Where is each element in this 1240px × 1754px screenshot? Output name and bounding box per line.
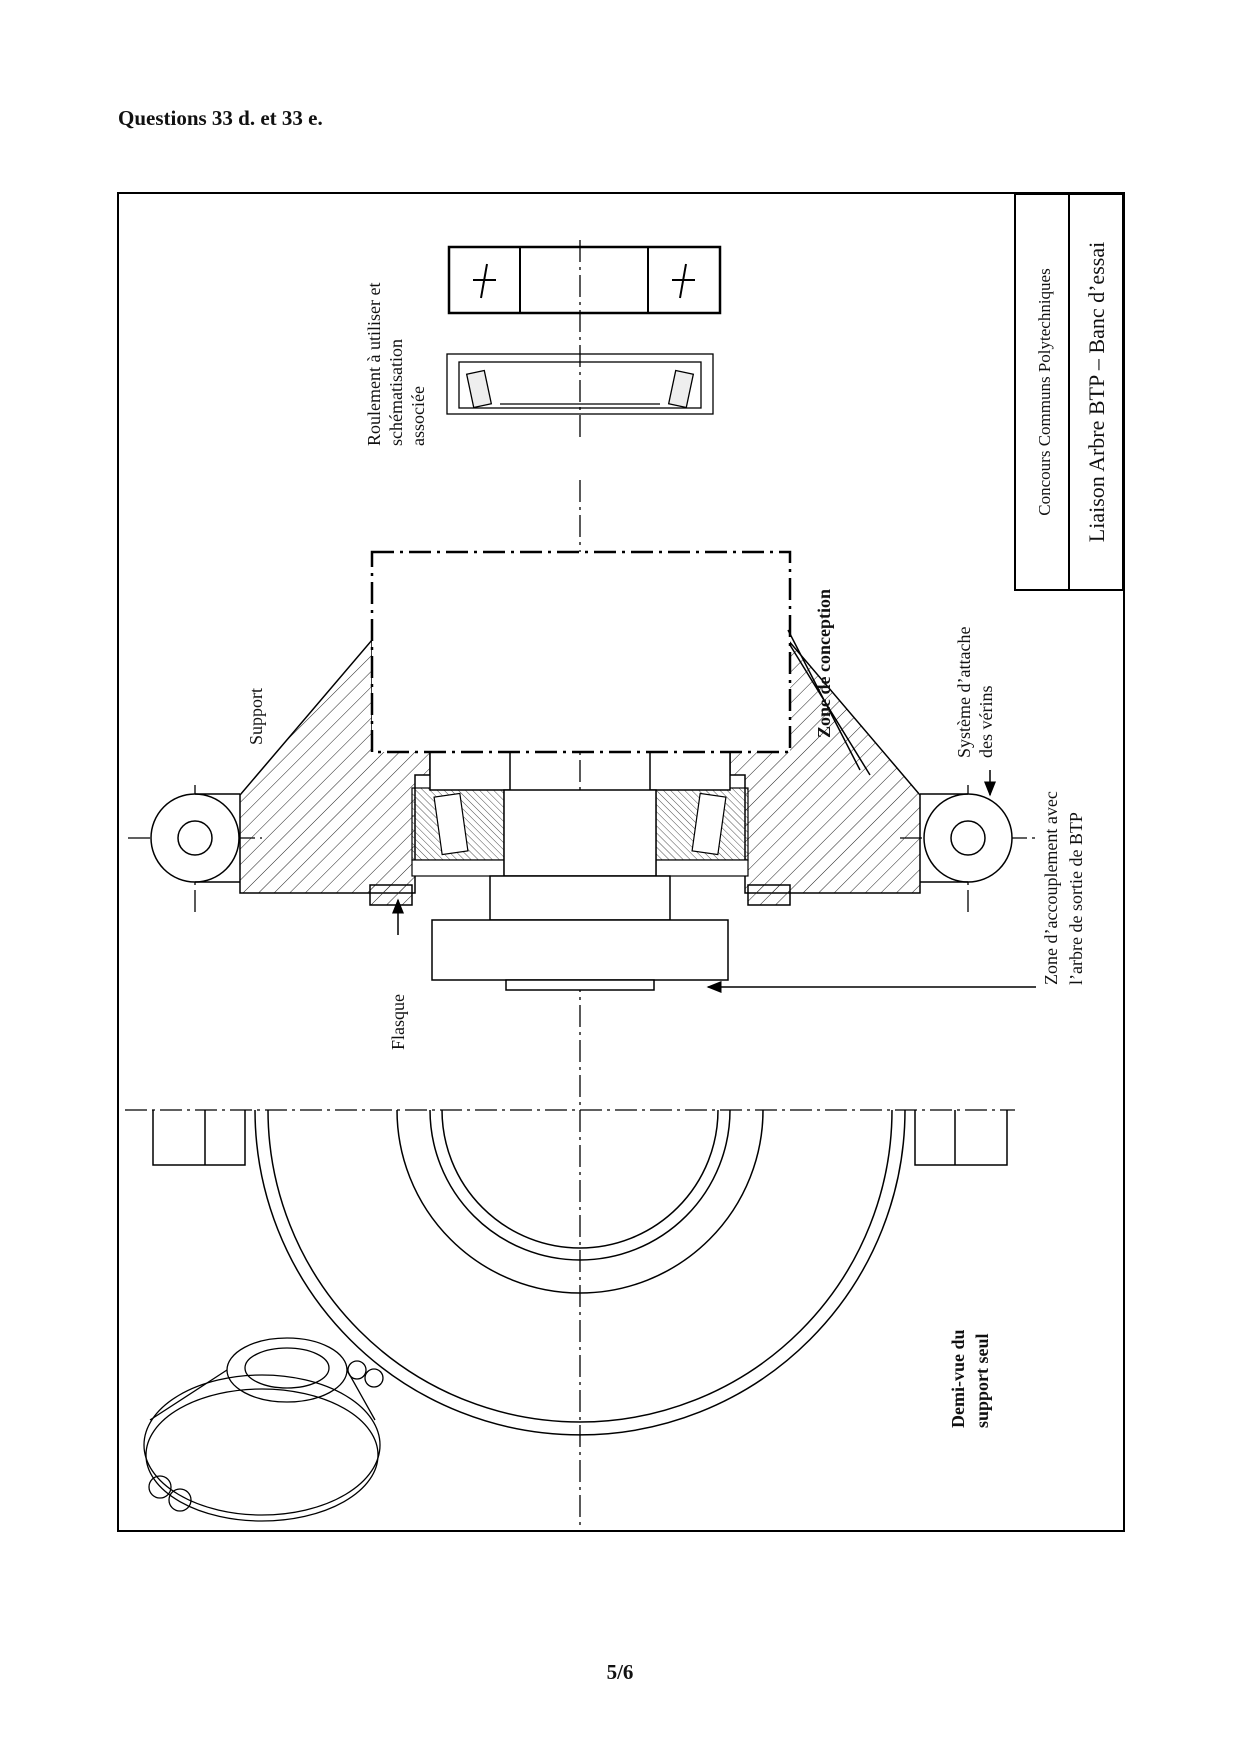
page-heading: Questions 33 d. et 33 e. <box>118 106 323 130</box>
half-view-support <box>152 1109 1008 1436</box>
bearing-label-line1: Roulement à utiliser et <box>364 283 384 446</box>
bearing-section-right <box>655 787 749 877</box>
coupling-zone-label-line2: l’arbre de sortie de BTP <box>1066 812 1086 985</box>
bearing-label-line2: schématisation <box>386 339 406 446</box>
design-zone <box>370 550 792 754</box>
support-label: Support <box>246 688 266 745</box>
half-view-label-line2: support seul <box>972 1333 992 1428</box>
support-section <box>150 637 1013 894</box>
leader-lines <box>392 629 1036 993</box>
page-number: 5/6 <box>606 1660 634 1684</box>
attachment-system-label-line2: des vérins <box>976 686 996 758</box>
title-block: Concours Communs Polytechniques Liaison … <box>1014 193 1124 591</box>
support-3d-view <box>143 1337 384 1522</box>
bearing-section-left <box>411 787 505 877</box>
attachment-system-label-line1: Système d’attache <box>954 627 974 758</box>
title-block-line1: Concours Communs Polytechniques <box>1035 268 1054 515</box>
title-block-line2: Liaison Arbre BTP – Banc d’essai <box>1084 242 1109 542</box>
drawing-frame <box>117 192 1125 1532</box>
coupling-zone-label-line1: Zone d’accouplement avec <box>1041 791 1061 985</box>
flasque-label: Flasque <box>388 994 408 1050</box>
shaft-section <box>369 749 791 991</box>
design-zone-label: Zone de conception <box>814 589 834 738</box>
bearing-schematic-symbol <box>447 245 722 315</box>
bearing-label-line3: associée <box>408 386 428 446</box>
half-view-label-line1: Demi-vue du <box>948 1330 968 1429</box>
